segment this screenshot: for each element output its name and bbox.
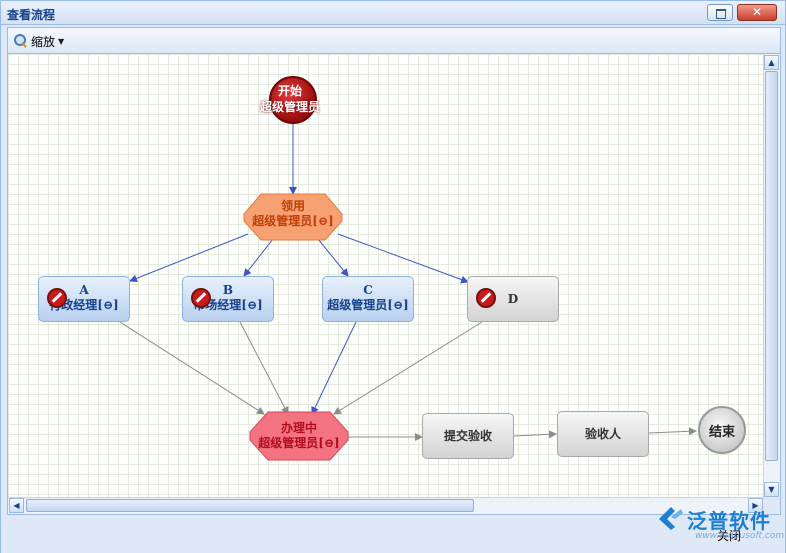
start-node-owner: 超级管理员 — [260, 100, 321, 114]
node-d-title: D — [507, 291, 519, 306]
edge-tijiao-to-yanshou — [513, 430, 557, 439]
magnifier-icon — [14, 34, 28, 48]
title-bar: 查看流程 ✕ — [1, 1, 785, 25]
edge-c-to-banli — [311, 321, 357, 415]
edge-lingyong-to-c — [317, 238, 349, 277]
scroll-left-icon[interactable]: ◀ — [9, 498, 24, 513]
horizontal-scrollbar[interactable]: ◀ ▶ — [8, 497, 764, 514]
maximize-button[interactable] — [707, 4, 733, 21]
node-c-owner: 超级管理员[⊖] — [327, 298, 409, 312]
edge-b-to-banli — [239, 321, 289, 415]
node-b-title: B — [222, 283, 234, 297]
flow-connections — [119, 124, 697, 461]
node-c[interactable]: C 超级管理员[⊖] — [322, 276, 414, 322]
node-d[interactable]: D — [467, 276, 559, 322]
window-title: 查看流程 — [7, 8, 56, 22]
toolbar: 缩放 ▼ — [7, 27, 781, 53]
fanpu-logo-icon — [659, 507, 683, 530]
flow-canvas-viewport: 开始 超级管理员 领用 超级管理员[⊖] A 行政经理[⊖] B 市场经理[⊖]… — [7, 53, 781, 515]
flow-canvas: 开始 超级管理员 领用 超级管理员[⊖] A 行政经理[⊖] B 市场经理[⊖]… — [8, 54, 764, 498]
scroll-right-icon[interactable]: ▶ — [748, 498, 763, 513]
edge-a-to-banli — [119, 321, 265, 415]
edge-lingyong-to-a — [129, 233, 249, 283]
node-yanshou[interactable]: 验收人 — [557, 411, 649, 457]
brand-name: 泛普软件 — [687, 509, 771, 533]
node-banli-title: 办理中 — [280, 421, 317, 435]
end-node-title: 结束 — [708, 424, 735, 440]
node-lingyong-title: 领用 — [280, 199, 305, 213]
zoom-button[interactable]: 缩放 ▼ — [14, 32, 64, 50]
disabled-icon — [47, 288, 67, 308]
dropdown-arrow-icon: ▼ — [58, 36, 65, 46]
close-button[interactable]: 关闭 — [716, 529, 741, 543]
node-c-title: C — [363, 283, 373, 297]
node-lingyong-owner: 超级管理员[⊖] — [252, 214, 334, 228]
node-lingyong[interactable]: 领用 超级管理员[⊖] — [244, 199, 342, 229]
disabled-icon — [191, 288, 211, 308]
edge-lingyong-to-b — [243, 238, 274, 277]
scrollbar-corner — [763, 497, 780, 514]
lingyong-hexagon-shape — [243, 193, 343, 241]
vertical-scrollbar[interactable]: ▲ ▼ — [763, 54, 780, 498]
node-tijiao-title: 提交验收 — [443, 428, 492, 443]
start-node-title: 开始 — [278, 84, 303, 98]
node-banli-owner: 超级管理员[⊖] — [258, 436, 340, 450]
node-a-title: A — [79, 283, 89, 297]
banli-hexagon-shape — [249, 411, 349, 461]
node-b-owner: 市场经理[⊖] — [193, 298, 263, 312]
edge-lingyong-to-d — [337, 233, 469, 284]
end-node[interactable]: 结束 — [698, 406, 746, 454]
edge-yanshou-to-end — [648, 427, 697, 436]
disabled-icon — [476, 288, 496, 308]
footer-bar: 关闭 — [1, 517, 785, 553]
horizontal-scroll-thumb[interactable] — [26, 499, 474, 512]
node-tijiao[interactable]: 提交验收 — [422, 413, 514, 459]
vertical-scroll-thumb[interactable] — [765, 71, 778, 461]
scroll-down-icon[interactable]: ▼ — [764, 482, 779, 497]
start-node[interactable] — [269, 76, 317, 124]
zoom-label: 缩放 — [31, 34, 56, 49]
node-banli[interactable]: 办理中 超级管理员[⊖] — [250, 421, 348, 451]
node-a-owner: 行政经理[⊖] — [49, 298, 119, 312]
node-a[interactable]: A 行政经理[⊖] — [38, 276, 130, 322]
brand-url: www.fanpusoft.com — [695, 531, 785, 541]
close-window-button[interactable]: ✕ — [737, 4, 777, 21]
brand-logo: 泛普软件 www.fanpusoft.com — [653, 493, 785, 549]
edge-d-to-banli — [333, 321, 483, 415]
node-yanshou-title: 验收人 — [584, 426, 621, 441]
node-b[interactable]: B 市场经理[⊖] — [182, 276, 274, 322]
scroll-up-icon[interactable]: ▲ — [764, 55, 779, 70]
